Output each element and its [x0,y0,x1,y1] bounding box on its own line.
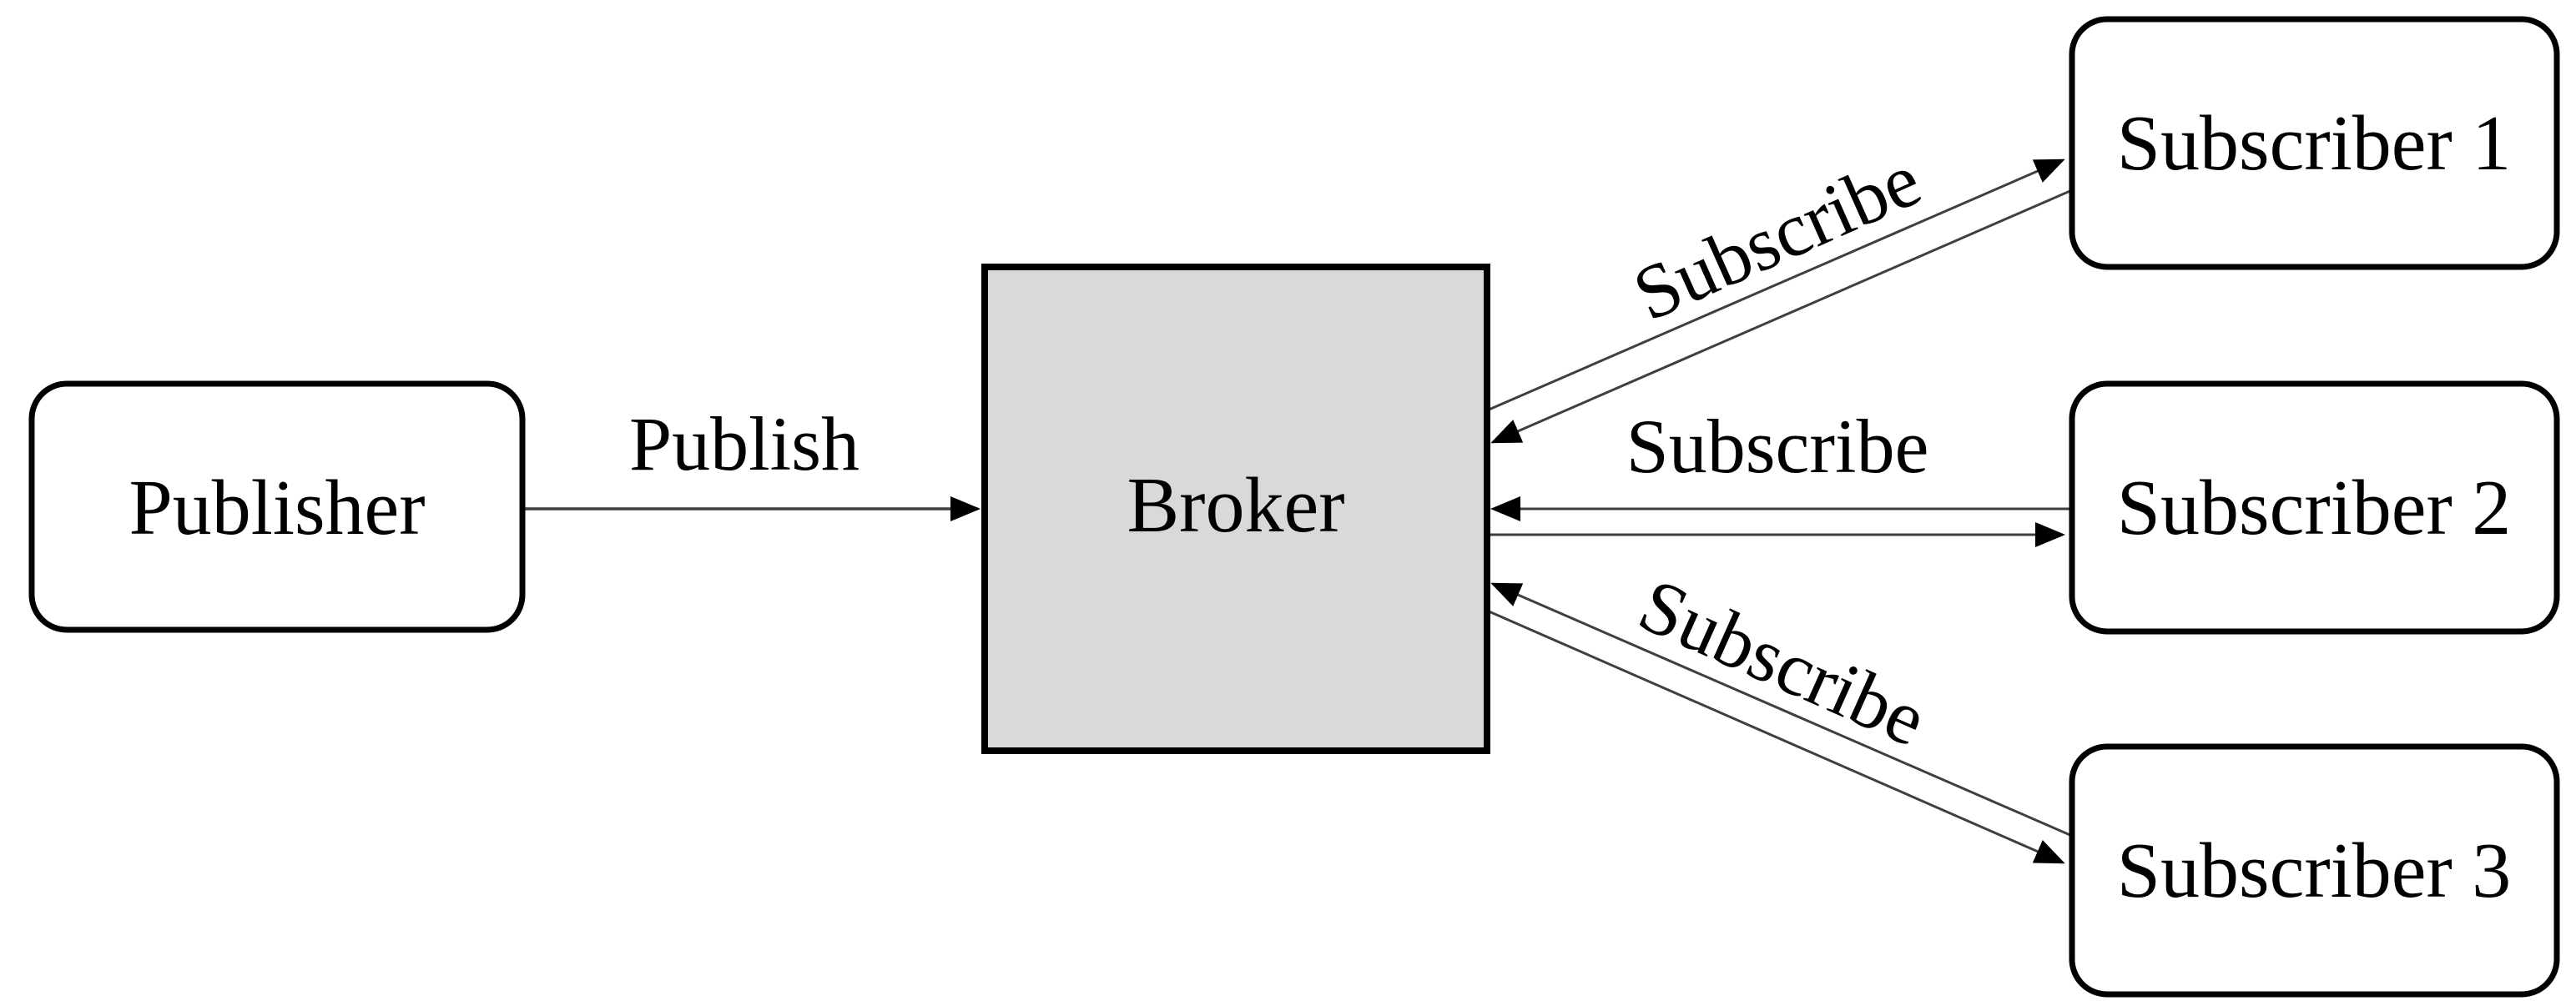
broker-node [981,264,1490,754]
subscriber1-label: Subscriber 1 [2117,100,2512,187]
deliver-line-subscriber3 [1486,609,2065,864]
broker-label: Broker [1127,462,1344,549]
publish-edge-label: Publish [629,401,860,486]
publisher-node [28,380,526,633]
subscribe-line-subscriber3 [1490,582,2073,837]
subscriber2-node [2069,380,2560,635]
subscribe-line-subscriber1 [1490,189,2073,444]
subscriber3-node [2069,743,2560,998]
subscriber1-node [2069,16,2560,270]
subscribe2-edge-label: Subscribe [1626,404,1929,489]
subscriber3-label: Subscriber 3 [2117,827,2512,914]
publisher-label: Publisher [129,465,425,551]
subscriber2-label: Subscriber 2 [2117,465,2512,551]
deliver-line-subscriber1 [1486,158,2065,412]
